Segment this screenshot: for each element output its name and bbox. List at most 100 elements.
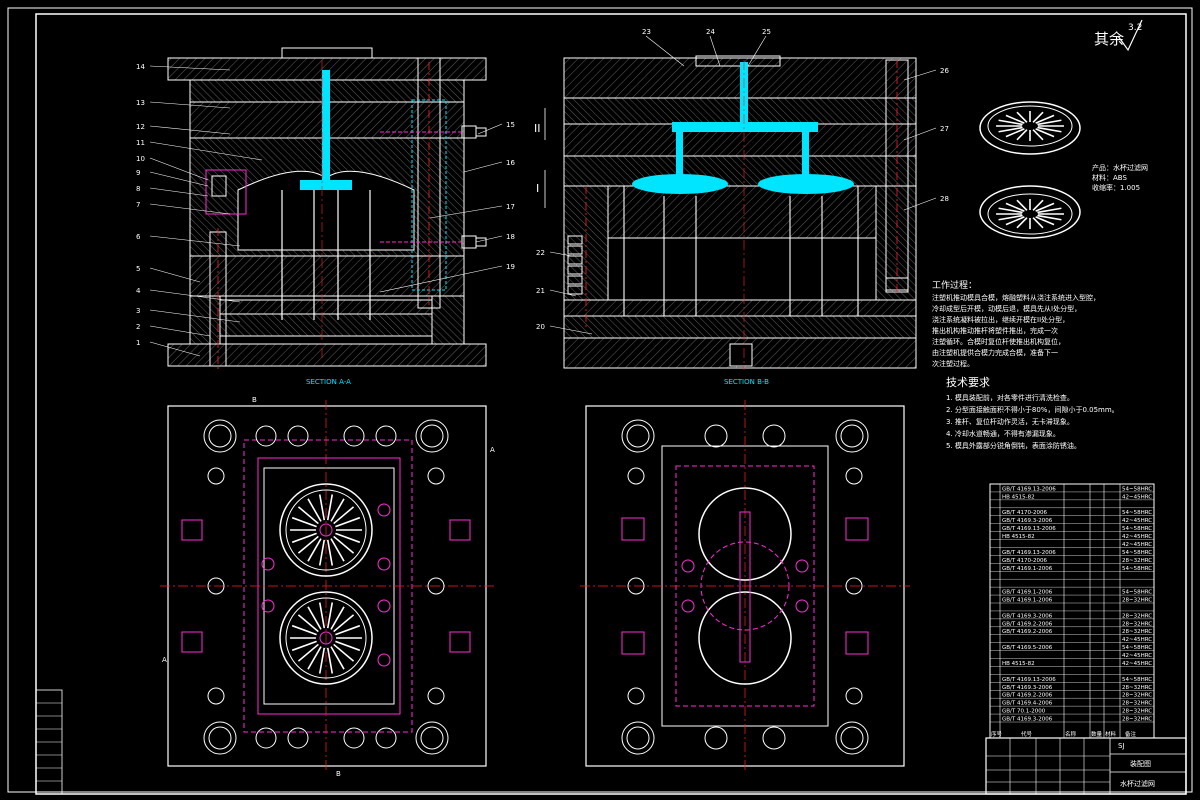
product-spoke: [1016, 199, 1028, 211]
parts-row-std: GB/T 4169.3-2006: [1002, 613, 1053, 619]
parts-header-cell: 备注: [1125, 730, 1137, 738]
callout-18: 18: [506, 233, 515, 241]
callout-11: 11: [136, 139, 145, 147]
leader-line: [149, 309, 241, 323]
filter-spoke: [291, 516, 317, 528]
product-spoke: [1035, 114, 1055, 124]
product-spoke: [998, 207, 1023, 214]
parts-row-hrc: 28~32HRC: [1122, 709, 1152, 715]
leader-line: [463, 161, 503, 173]
parts-row-hrc: 42~45HRC: [1122, 534, 1152, 540]
parts-row-std: HB 4515-82: [1002, 494, 1035, 500]
parts-row-hrc: 28~32HRC: [1122, 701, 1152, 707]
filter-spoke: [318, 539, 326, 566]
product-spoke: [998, 126, 1023, 133]
product-spoke: [1005, 202, 1025, 212]
product-spoke: [1032, 199, 1044, 211]
parts-row-hrc: 28~32HRC: [1122, 693, 1152, 699]
tech-requirement-line: 1. 模具装配前，对各零件进行清洗检查。: [946, 393, 1074, 402]
leader-line: [149, 141, 263, 161]
parts-row-hrc: 42~45HRC: [1122, 661, 1152, 667]
product-spoke: [998, 119, 1023, 126]
product-shrinkage: 收缩率：1.005: [1092, 183, 1140, 192]
filter-spoke: [307, 646, 322, 670]
parts-row-std: GB/T 4169.1-2006: [1002, 590, 1053, 596]
parts-row-hrc: 54~58HRC: [1122, 486, 1152, 492]
parts-row-hrc: 28~32HRC: [1122, 621, 1152, 627]
parts-header-cell: 序号: [991, 730, 1003, 738]
callout-26: 26: [940, 67, 949, 75]
product-spoke: [1005, 216, 1025, 226]
parts-row-hrc: 54~58HRC: [1122, 566, 1152, 572]
drawing-name: 装配图: [1130, 759, 1151, 768]
filter-spoke: [297, 535, 319, 554]
filter-spoke: [326, 539, 334, 566]
leader-line: [477, 123, 503, 135]
plan-view-right: [580, 400, 910, 772]
section-arrow-a-right: A: [490, 446, 495, 454]
revision-strip: [35, 689, 63, 795]
filter-spoke: [291, 624, 317, 636]
parts-header-cell: 材料: [1105, 730, 1117, 738]
right-side-callouts: 26 27 28: [903, 67, 949, 211]
filter-spoke: [307, 606, 322, 630]
filter-spoke: [307, 498, 322, 522]
callout-20: 20: [536, 323, 545, 331]
filter-spoke: [297, 643, 319, 662]
filter-spoke: [318, 494, 326, 521]
leader-line: [149, 203, 231, 215]
section-arrow-b-bottom: B: [336, 770, 341, 778]
filter-spoke: [335, 640, 361, 652]
callout-3: 3: [136, 307, 140, 315]
product-spoke: [1032, 129, 1044, 141]
callout-19: 19: [506, 263, 515, 271]
leader-line: [149, 325, 211, 337]
work-process-heading: 工作过程：: [932, 279, 977, 291]
leader-line: [475, 235, 503, 243]
roughness-label: 其余: [1094, 30, 1124, 48]
parts-row-hrc: 42~45HRC: [1122, 653, 1152, 659]
parts-row-hrc: 54~58HRC: [1122, 677, 1152, 683]
filter-spoke: [326, 602, 334, 629]
parts-row-std: GB/T 4169.2-2006: [1002, 693, 1053, 699]
callout-21: 21: [536, 287, 545, 295]
filter-spoke: [291, 532, 317, 544]
parts-row-std: HB 4515-82: [1002, 534, 1035, 540]
filter-spoke: [318, 602, 326, 629]
filter-spoke: [330, 538, 345, 562]
callout-12: 12: [136, 123, 145, 131]
leader-line: [149, 171, 209, 187]
callout-16: 16: [506, 159, 515, 167]
section-a-a-view: [167, 47, 487, 370]
callout-1: 1: [136, 339, 140, 347]
product-material: 材料：ABS: [1092, 173, 1127, 182]
leader-line: [149, 341, 201, 357]
parting-mark-I: I: [536, 182, 539, 195]
parts-row-std: GB/T 4169.13-2006: [1002, 526, 1056, 532]
parts-row-std: GB/T 4169.13-2006: [1002, 677, 1056, 683]
parts-row-std: GB/T 4169.13-2006: [1002, 550, 1056, 556]
tech-requirement-line: 3. 推杆、复位杆动作灵活，无卡滞现象。: [946, 417, 1074, 426]
parts-row-std: GB/T 4169.1-2006: [1002, 566, 1053, 572]
product-spoke: [1037, 214, 1062, 221]
drawing-inner-border: [35, 13, 1187, 795]
product-spoke: [1032, 217, 1044, 229]
leader-line: [149, 125, 231, 135]
section-b-label: SECTION B-B: [724, 378, 769, 386]
parts-list-table: GB/T 4169.13-2006 54~58HRC HB 4515-82 42~45…: [989, 483, 1155, 739]
parts-row-hrc: 28~32HRC: [1122, 629, 1152, 635]
filter-spoke: [326, 647, 334, 674]
filter-spoke: [291, 640, 317, 652]
drawing-outer-border: [7, 7, 1193, 793]
filter-spoke: [335, 624, 361, 636]
product-spoke: [998, 214, 1023, 221]
roughness-symbol: [1117, 19, 1143, 52]
work-process-text: 注塑机推动模具合模，熔融塑料从浇注系统进入型腔，冷却成型后开模，动模后退，模具先…: [932, 293, 1100, 368]
filter-spoke: [333, 535, 355, 554]
callout-27: 27: [940, 125, 949, 133]
callout-28: 28: [940, 195, 949, 203]
leader-line: [549, 289, 577, 297]
product-spoke: [1016, 129, 1028, 141]
filter-spoke: [335, 516, 361, 528]
drawing-code: SJ: [1118, 742, 1125, 750]
